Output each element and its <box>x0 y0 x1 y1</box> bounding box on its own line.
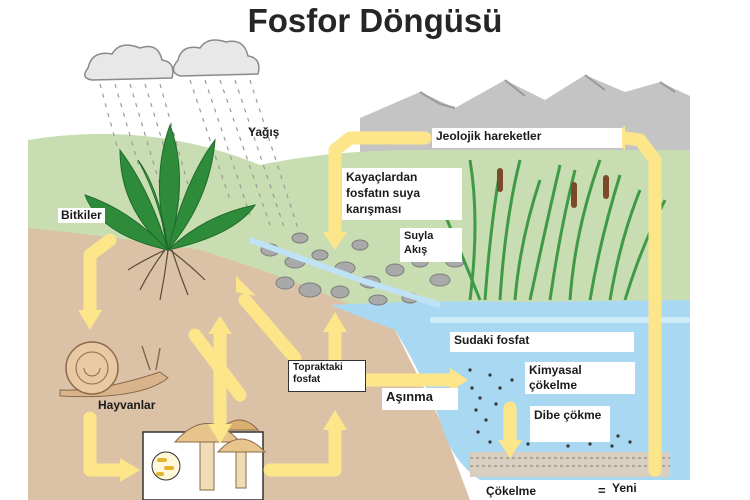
plant-roots <box>127 249 206 301</box>
label-yeni: Yeni <box>608 480 652 500</box>
label-sudaki-fosfat: Sudaki fosfat <box>450 332 634 352</box>
label-dibe-cokme: Dibe çökme <box>530 406 610 442</box>
label-jeolojik-hareketler: Jeolojik hareketler <box>432 128 622 148</box>
label-hayvanlar: Hayvanlar <box>98 398 156 412</box>
snail-illustration <box>59 341 169 398</box>
label-suyla-akis: Suyla Akış <box>400 228 462 262</box>
label-kayaclardan-fosfat: Kayaçlardan fosfatın suya karışması <box>342 168 462 220</box>
label-bitkiler: Bitkiler <box>58 208 105 223</box>
label-cokelme: Çökelme <box>482 483 592 500</box>
clouds <box>84 39 260 81</box>
stream <box>248 237 441 308</box>
rain <box>99 79 301 236</box>
plant-leaves <box>84 123 257 252</box>
diagram-title: Fosfor Döngüsü <box>247 2 503 39</box>
label-yagis: Yağış <box>248 125 280 139</box>
soil-area <box>28 228 470 500</box>
label-kimyasal-cokelme: Kimyasal çökelme <box>525 362 635 394</box>
bacteria-illustration <box>151 451 181 481</box>
sediment-layer <box>470 452 670 477</box>
equals-sign: = <box>598 483 606 498</box>
label-topraktaki-fosfat: Topraktaki fosfat <box>288 360 366 392</box>
cycle-arrows <box>83 131 662 477</box>
label-asinma: Aşınma <box>382 388 458 410</box>
